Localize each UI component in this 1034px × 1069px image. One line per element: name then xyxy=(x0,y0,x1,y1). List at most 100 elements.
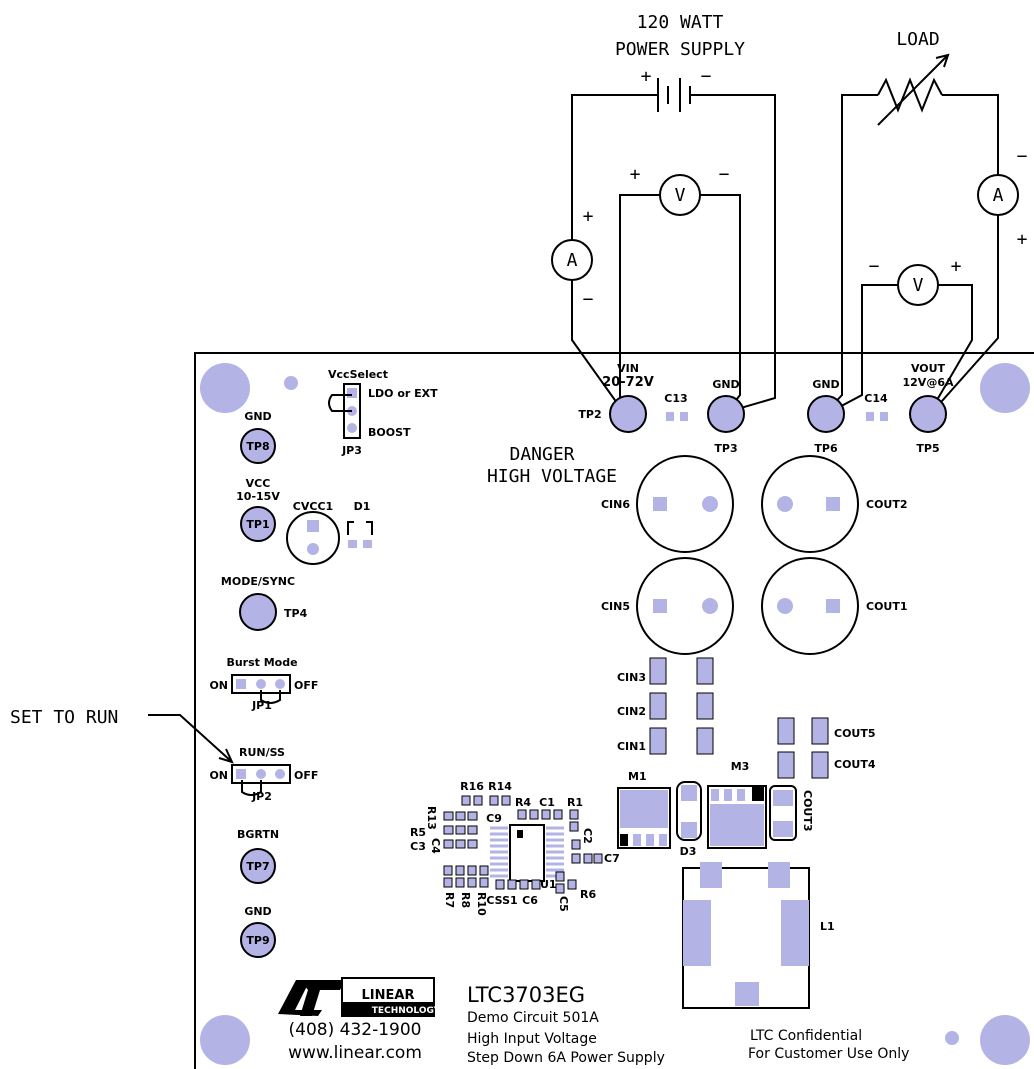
cout-ceramic-caps xyxy=(777,717,829,779)
jp1-pin-3 xyxy=(275,679,285,689)
output-ammeter-wire xyxy=(933,215,999,411)
cvcc1-pad-a xyxy=(307,520,319,532)
tp3-terminal xyxy=(707,395,745,433)
r1-label: R1 xyxy=(567,796,583,809)
fiducial-bottom xyxy=(945,1031,959,1045)
cin5-pad-b xyxy=(702,598,718,614)
vccselect-label: VccSelect xyxy=(328,368,388,381)
jp3-pin-3 xyxy=(347,423,357,433)
tp6-label: TP6 xyxy=(814,442,838,455)
input-voltmeter-wire-minus xyxy=(700,194,741,409)
vout-label-2: 12V@6A xyxy=(903,376,954,389)
m3-tab xyxy=(710,804,764,846)
tp9-label: TP9 xyxy=(246,934,269,947)
c2-label: C2 xyxy=(581,828,594,844)
c9-label: C9 xyxy=(486,812,502,825)
cout3-pad-a xyxy=(773,790,793,806)
tp7-label: TP7 xyxy=(246,860,269,873)
supply-minus: − xyxy=(701,66,712,87)
c13-pad-a xyxy=(666,412,674,421)
u1-ic xyxy=(509,824,545,882)
cvcc1-pad-b xyxy=(307,543,319,555)
l1-pad-a xyxy=(700,862,722,888)
tp8-label: TP8 xyxy=(246,440,269,453)
logo-text: LINEAR xyxy=(362,988,415,1003)
supply-label-1: 120 WATT xyxy=(637,12,724,33)
l1-label: L1 xyxy=(820,920,835,933)
m3-pin-1 xyxy=(711,789,719,801)
c1-label: C1 xyxy=(539,796,555,809)
output-ammeter-plus: + xyxy=(1017,229,1028,250)
cin3-label: CIN3 xyxy=(617,671,646,684)
load-wire-right xyxy=(942,94,999,175)
l1-pad-e xyxy=(735,982,759,1006)
input-ammeter-label: A xyxy=(567,250,578,271)
jp3-boost-label: BOOST xyxy=(368,426,411,439)
input-ammeter-minus: − xyxy=(583,289,594,310)
d3-pad-a xyxy=(681,785,697,801)
jp3-ldo-label: LDO or EXT xyxy=(368,387,438,400)
cin2-label: CIN2 xyxy=(617,705,646,718)
cvcc1-capacitor xyxy=(286,511,340,565)
supply-label-2: POWER SUPPLY xyxy=(615,39,745,60)
cin-ceramic-caps xyxy=(649,657,714,755)
cout3-pad-b xyxy=(773,821,793,837)
supply-wire-plus xyxy=(571,94,658,245)
u1-pin1-marker xyxy=(517,830,523,838)
mounting-hole-top-right xyxy=(980,363,1030,413)
tp2-terminal xyxy=(609,395,647,433)
d1-pad-b xyxy=(363,540,372,548)
fiducial-top xyxy=(284,376,298,390)
d3-pad-b xyxy=(681,822,697,838)
cin6-label: CIN6 xyxy=(601,498,630,511)
m3-pin-4 xyxy=(752,787,764,801)
tp6-gnd-label: GND xyxy=(812,378,839,391)
tp3-label: TP3 xyxy=(714,442,737,455)
danger-label-2: HIGH VOLTAGE xyxy=(487,466,617,487)
r8-label: R8 xyxy=(459,892,472,908)
cout1-pad-b xyxy=(826,599,840,613)
d1-pad-a xyxy=(348,540,357,548)
input-ammeter-wire xyxy=(571,280,623,411)
css1-label: CSS1 xyxy=(486,894,517,907)
m1-pin-4 xyxy=(659,834,667,846)
jp1-on-label: ON xyxy=(209,679,228,692)
c14-label: C14 xyxy=(864,392,888,405)
cin6-pad-b xyxy=(702,496,718,512)
r4-label: R4 xyxy=(515,796,531,809)
r16-label: R16 xyxy=(460,780,484,793)
set-to-run-arrow-head xyxy=(218,748,234,764)
tp5-terminal xyxy=(909,395,947,433)
tp8-gnd-label: GND xyxy=(244,410,271,423)
confidential-line-2: For Customer Use Only xyxy=(748,1046,909,1062)
mounting-hole-bottom-left xyxy=(200,1015,250,1065)
m1-pin-2 xyxy=(633,834,641,846)
jp1-label: JP1 xyxy=(251,699,272,712)
input-voltmeter-plus: + xyxy=(630,164,641,185)
jp1-pin-1 xyxy=(236,679,246,689)
m1-tab xyxy=(620,790,668,828)
c13-pad-b xyxy=(680,412,688,421)
tp9-terminal xyxy=(240,922,276,958)
jp1-shunt xyxy=(260,690,281,704)
output-voltmeter-wire-plus xyxy=(929,284,973,413)
cin1-label: CIN1 xyxy=(617,740,646,753)
burst-mode-label: Burst Mode xyxy=(226,656,297,669)
tp4-label: TP4 xyxy=(284,607,308,620)
tp8-terminal xyxy=(240,428,276,464)
part-number: LTC3703EG xyxy=(467,983,585,1007)
jp1-off-label: OFF xyxy=(294,679,318,692)
jp1-pin-2 xyxy=(256,679,266,689)
r13-label: R13 xyxy=(425,806,438,830)
jp3-pin-1 xyxy=(347,388,357,398)
load-arrow-head xyxy=(935,53,950,68)
m1-label: M1 xyxy=(628,770,647,783)
cin5-capacitor xyxy=(636,557,734,655)
m1-pin-1 xyxy=(620,834,628,846)
description-line-1: High Input Voltage xyxy=(467,1031,597,1047)
board-outline xyxy=(194,352,1034,1069)
r10-label: R10 xyxy=(475,892,488,916)
c5-label: C5 xyxy=(557,896,570,912)
c6-label: C6 xyxy=(522,894,538,907)
